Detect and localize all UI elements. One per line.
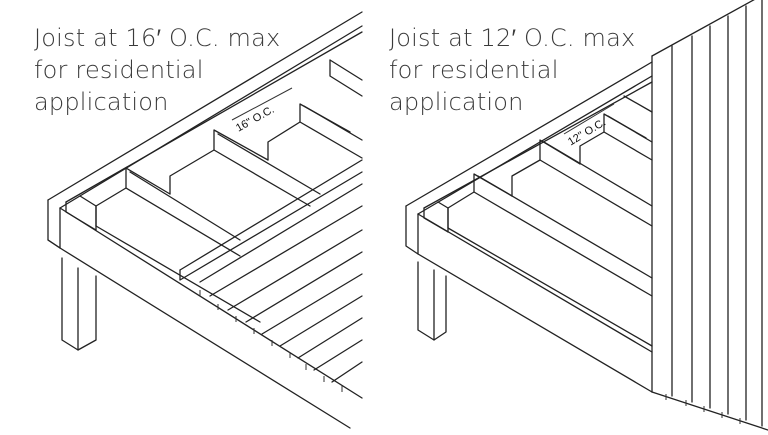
support-post: [61, 257, 97, 351]
deck-framing-drawing-12-oc: [405, 0, 768, 431]
deck-diagram-16-oc: Joist at 16′ O.C. max for residential ap…: [34, 11, 363, 429]
rim-beam: [47, 11, 363, 429]
decking-boards: [651, 0, 768, 431]
heading-line: for residential: [389, 56, 559, 84]
rim-beam: [405, 61, 653, 393]
panel-heading: Joist at 12′ O.C. max for residential ap…: [389, 22, 635, 118]
spacing-dimension-line: [231, 87, 293, 121]
panel-heading: Joist at 16′ O.C. max for residential ap…: [34, 22, 280, 118]
heading-line: for residential: [34, 56, 204, 84]
heading-line: application: [34, 88, 169, 116]
support-post: [417, 261, 447, 341]
spacing-dimension-line: [563, 103, 615, 135]
deck-framing-drawing-16-oc: [47, 11, 363, 429]
heading-line: application: [389, 88, 524, 116]
decking-boards: [179, 159, 363, 392]
heading-line: Joist at 16′ O.C. max: [34, 24, 281, 52]
deck-diagram-12-oc: Joist at 12′ O.C. max for residential ap…: [384, 0, 768, 435]
joists: [447, 95, 653, 347]
heading-line: Joist at 12′ O.C. max: [389, 24, 636, 52]
